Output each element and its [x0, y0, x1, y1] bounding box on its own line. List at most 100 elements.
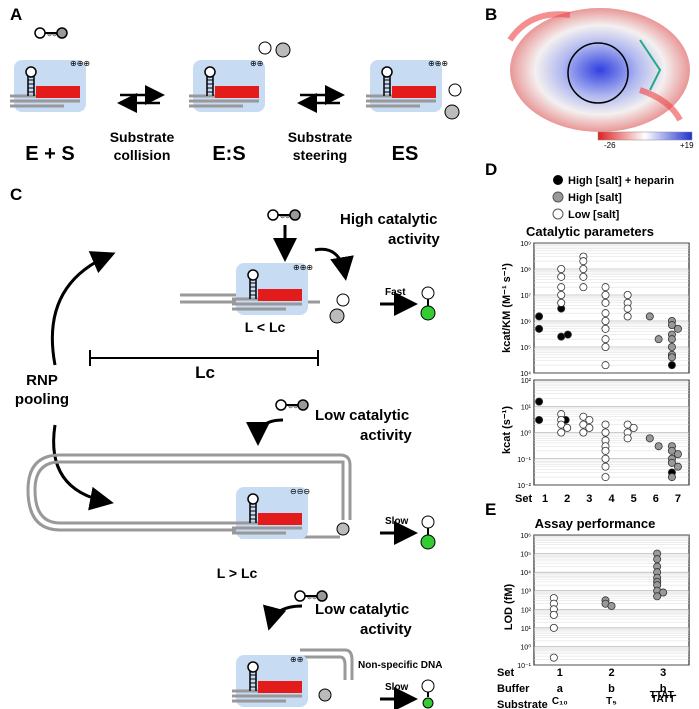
data-point	[623, 434, 632, 443]
legend-marker-heparin	[553, 175, 563, 185]
data-point	[601, 290, 610, 299]
data-point	[601, 309, 610, 318]
ylabel-kcat-km: kcat/KM (M⁻¹ s⁻¹)	[501, 263, 513, 353]
nonspecific-dna	[300, 648, 354, 680]
panel-label-b: B	[485, 5, 497, 24]
data-point	[579, 272, 588, 281]
data-point	[673, 324, 682, 333]
bot-product	[422, 697, 434, 709]
assay-substrate: T₅	[606, 696, 617, 707]
data-point	[579, 264, 588, 273]
pooling-arrow-down	[52, 424, 114, 511]
data-point	[653, 555, 662, 564]
data-point	[673, 462, 682, 471]
data-point	[667, 361, 676, 370]
bot-substrate	[294, 590, 328, 602]
mid-length-label: L > Lc	[217, 565, 258, 581]
collision-substrate	[258, 41, 291, 58]
chart-e-title: Assay performance	[535, 516, 656, 531]
data-point	[667, 458, 676, 467]
assay-substrate: TATT	[651, 694, 675, 705]
panel-d: High [salt] + heparin High [salt] Low [s…	[501, 175, 690, 505]
data-point	[601, 316, 610, 325]
data-point	[535, 415, 544, 424]
data-point	[585, 423, 594, 432]
y-tick-label: 10⁵	[520, 345, 531, 352]
legend-low-salt: Low [salt]	[568, 209, 620, 221]
bot-title-line2: activity	[360, 621, 412, 638]
y-tick-label: 10⁻²	[517, 483, 531, 490]
assay-set: 3	[660, 667, 666, 679]
data-point	[601, 335, 610, 344]
data-point	[653, 592, 662, 601]
set-label: 6	[653, 493, 659, 505]
xlabel-set: Set	[515, 493, 532, 505]
state-es: ES	[392, 143, 419, 165]
panel-a: ⊕⊕⊕ ⊕⊕ ⊕⊕⊕ E + S E:S ES Substrate collis…	[8, 27, 462, 165]
data-point	[601, 324, 610, 333]
data-point	[601, 298, 610, 307]
pooling-arrow-up	[50, 251, 116, 366]
data-point	[645, 434, 654, 443]
top-title-line2: activity	[388, 231, 440, 248]
panel-label-a: A	[10, 5, 22, 24]
data-point	[579, 283, 588, 292]
data-point	[623, 312, 632, 321]
svg-text:⊕⊕⊕: ⊕⊕⊕	[428, 59, 448, 68]
data-point	[579, 257, 588, 266]
data-point	[579, 420, 588, 429]
data-point	[607, 602, 616, 611]
row-label-substrate: Substrate	[497, 699, 548, 709]
data-point	[667, 473, 676, 482]
data-point	[563, 423, 572, 432]
mid-title-line1: Low catalytic	[315, 407, 409, 424]
data-point	[563, 330, 572, 339]
data-point	[535, 324, 544, 333]
y-tick-label: 10⁴	[520, 371, 531, 378]
free-substrate	[34, 27, 68, 39]
lc-label: Lc	[195, 363, 215, 382]
y-tick-label: 10²	[521, 378, 532, 385]
data-point	[623, 420, 632, 429]
state-e-s: E:S	[212, 143, 245, 165]
y-tick-label: 10¹	[521, 626, 532, 633]
data-point	[579, 412, 588, 421]
assay-buffer: a	[557, 683, 564, 695]
binding-site-circle	[567, 42, 629, 104]
chart-d-title: Catalytic parameters	[526, 224, 654, 239]
mid-substrate	[275, 399, 309, 411]
data-point	[549, 623, 558, 632]
legend-heparin: High [salt] + heparin	[568, 175, 674, 187]
scale-min: -26	[604, 141, 616, 150]
ylabel-kcat: kcat (s⁻¹)	[501, 406, 513, 454]
assay-substrate: C₁₀	[552, 696, 568, 707]
data-point	[557, 420, 566, 429]
data-point	[601, 342, 610, 351]
row-label-buffer: Buffer	[497, 683, 530, 695]
y-tick-label: 10⁻¹	[517, 457, 531, 464]
y-tick-label: 10⁴	[520, 570, 531, 577]
top-substrate	[267, 209, 301, 221]
data-point	[549, 610, 558, 619]
top-rate-label: Fast	[385, 287, 406, 298]
data-point	[601, 420, 610, 429]
lc-ruler	[89, 350, 319, 366]
data-point	[601, 454, 610, 463]
assay-buffer: b	[660, 683, 667, 695]
plot-frame	[533, 242, 690, 374]
step2-line2: steering	[293, 147, 347, 163]
data-point	[667, 335, 676, 344]
data-point	[601, 462, 610, 471]
step2-line1: Substrate	[288, 129, 353, 145]
data-point	[557, 290, 566, 299]
panel-c: High catalytic activity ⊕⊕⊕ Fast L < Lc …	[15, 209, 442, 709]
assay-buffer: b	[608, 683, 615, 695]
top-product	[420, 305, 436, 321]
mid-rate-label: Slow	[385, 516, 409, 527]
data-point	[623, 290, 632, 299]
legend-marker-high-salt	[552, 191, 564, 203]
pooling-line2: pooling	[15, 391, 69, 408]
data-point	[667, 342, 676, 351]
y-tick-label: 10⁹	[520, 241, 531, 248]
